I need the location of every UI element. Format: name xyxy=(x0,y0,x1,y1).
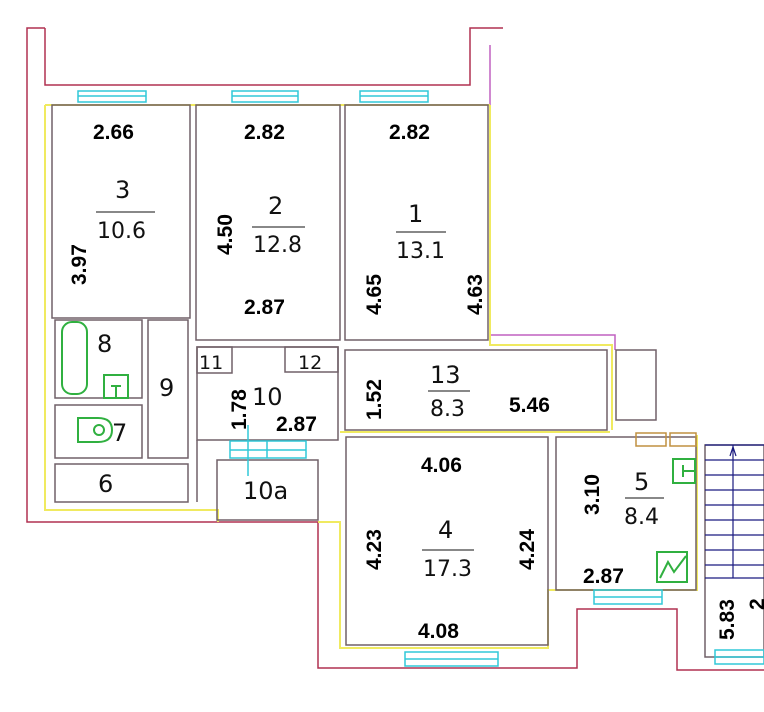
room-1-width: 2.82 xyxy=(389,121,430,144)
room-5-depth: 3.10 xyxy=(581,474,604,515)
room-4-depth-left: 4.23 xyxy=(363,529,386,570)
room-3-depth: 3.97 xyxy=(68,244,91,285)
room-10-depth: 1.78 xyxy=(228,389,251,430)
room-6-number: 6 xyxy=(98,470,113,498)
axis-line xyxy=(44,105,219,522)
room-2 xyxy=(195,104,341,341)
kitchen-sink-icon xyxy=(672,458,696,484)
shelf xyxy=(635,432,667,447)
room-3-width: 2.66 xyxy=(93,121,134,144)
room-4-number: 4 xyxy=(438,516,453,544)
room-5-area: 8.4 xyxy=(624,505,659,530)
room-10-width: 2.87 xyxy=(276,413,317,436)
room-7 xyxy=(54,404,143,459)
room-10-number: 10 xyxy=(252,383,283,411)
room-9 xyxy=(147,319,189,459)
room-4-depth-right: 4.24 xyxy=(516,529,539,570)
room-13 xyxy=(344,349,608,431)
room-1 xyxy=(344,104,489,341)
axis-line xyxy=(489,105,613,430)
shelf xyxy=(669,432,697,447)
room-13-depth: 1.52 xyxy=(363,379,386,420)
room-1-number: 1 xyxy=(408,200,423,228)
room-4-area: 17.3 xyxy=(423,557,472,582)
room-3-number: 3 xyxy=(115,176,130,204)
room-5-width: 2.87 xyxy=(583,565,624,588)
room-8-number: 8 xyxy=(97,330,112,358)
room-13-number: 13 xyxy=(430,361,461,389)
axis-line xyxy=(318,435,698,649)
room-7-number: 7 xyxy=(112,419,127,447)
small-closet xyxy=(615,349,657,421)
room-13-area: 8.3 xyxy=(430,397,465,422)
room-6 xyxy=(54,463,189,503)
room-1-depth-right: 4.63 xyxy=(464,274,487,315)
right-wall xyxy=(489,45,616,350)
stairs-dimension: 5.83 xyxy=(716,599,739,640)
room-2-width-top: 2.82 xyxy=(244,121,285,144)
room-2-depth: 4.50 xyxy=(214,214,237,255)
stairs-icon xyxy=(705,444,764,579)
room-3 xyxy=(51,104,191,319)
room-10 xyxy=(196,346,339,441)
stove-icon xyxy=(656,551,688,583)
toilet-icon xyxy=(77,417,114,443)
room-10a xyxy=(216,459,319,521)
room-8 xyxy=(54,319,143,399)
room-11-number: 11 xyxy=(199,352,223,374)
room-9-number: 9 xyxy=(159,374,174,402)
room-4-width-bottom: 4.08 xyxy=(418,620,459,643)
room-3-area: 10.6 xyxy=(97,219,146,244)
room-2-area: 12.8 xyxy=(253,233,302,258)
sink-icon xyxy=(103,374,129,399)
room-1-area: 13.1 xyxy=(396,239,445,264)
bathtub-icon xyxy=(61,321,88,395)
room-12-number: 12 xyxy=(298,352,322,374)
room-2-width-bottom: 2.87 xyxy=(244,296,285,319)
room-2-number: 2 xyxy=(268,192,283,220)
room-4 xyxy=(345,436,549,646)
room-12 xyxy=(284,346,339,373)
windows xyxy=(77,90,764,667)
stairs-dimension-partial: 2 xyxy=(746,598,764,610)
outer-wall-top xyxy=(44,27,503,86)
room-4-width-top: 4.06 xyxy=(421,454,462,477)
room-13-length: 5.46 xyxy=(509,394,550,417)
room-11 xyxy=(196,346,233,374)
room-5-number: 5 xyxy=(634,468,649,496)
room-10a-number: 10a xyxy=(243,477,288,505)
outer-wall xyxy=(26,27,764,671)
room-1-depth-left: 4.65 xyxy=(363,274,386,315)
